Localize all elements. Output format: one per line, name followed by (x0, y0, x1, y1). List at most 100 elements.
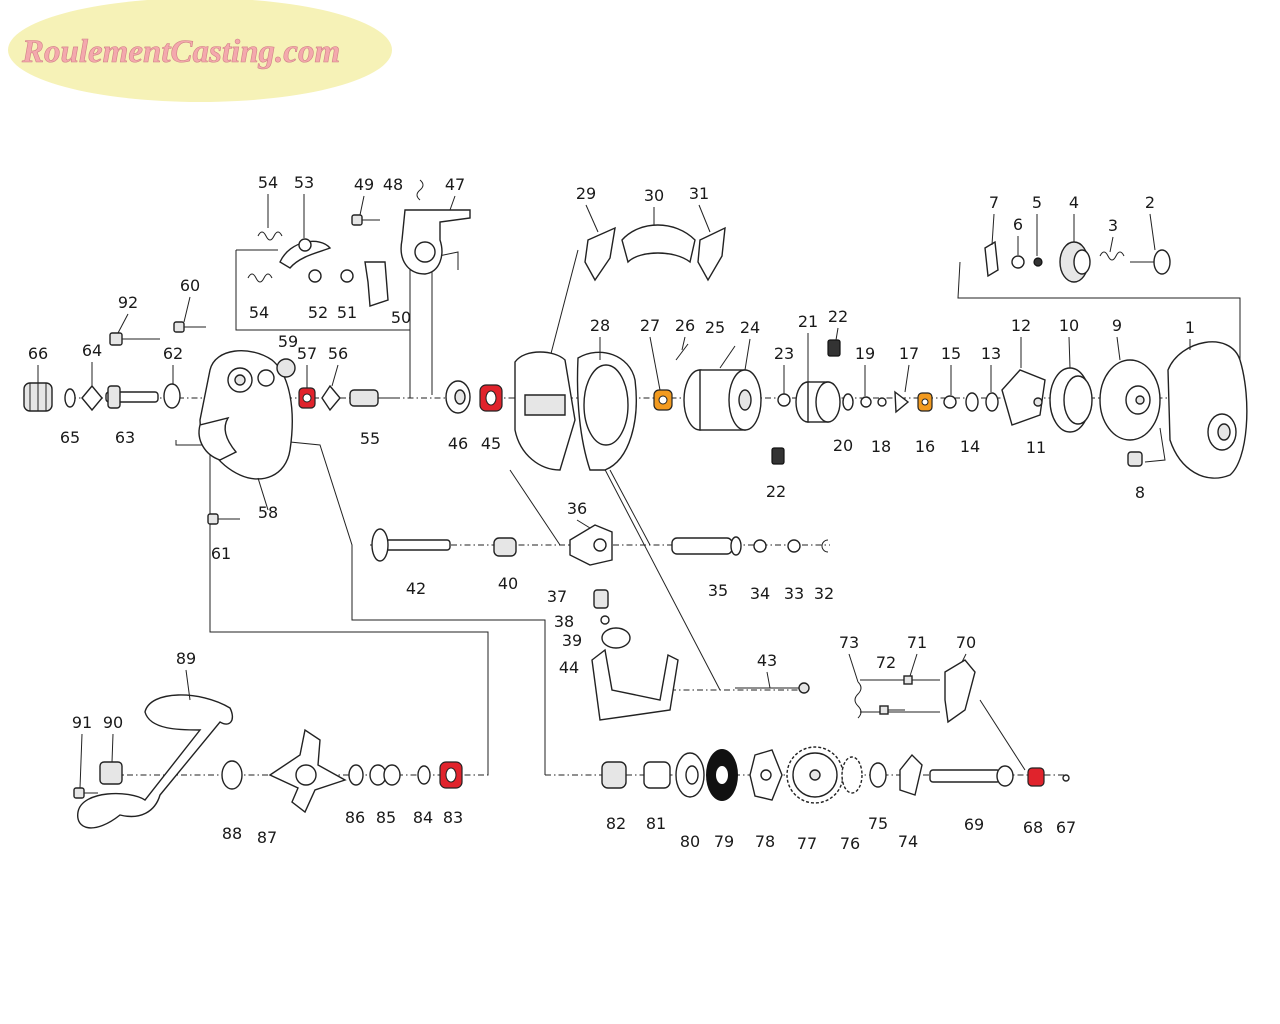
part-23-shape (777, 393, 791, 407)
part-3-shape (1099, 251, 1125, 261)
part-label-54-bottom: 54 (249, 303, 269, 322)
part-43-shape (735, 682, 810, 694)
part-label-8: 8 (1135, 483, 1145, 502)
part-15-shape (943, 395, 957, 409)
part-label-1: 1 (1185, 318, 1195, 337)
part-37-shape (593, 589, 609, 609)
part-2-shape (1130, 249, 1171, 275)
part-74-shape (899, 753, 923, 796)
part-label-11: 11 (1026, 438, 1046, 457)
part-75-shape (869, 762, 887, 788)
part-label-83: 83 (443, 808, 463, 827)
part-label-42: 42 (406, 579, 426, 598)
part-label-74: 74 (898, 832, 918, 851)
part-69-shape (929, 765, 1014, 787)
part-88-shape (221, 760, 243, 790)
part-label-90: 90 (103, 713, 123, 732)
part-label-81: 81 (646, 814, 666, 833)
part-47-shape (400, 209, 471, 275)
part-4-shape (1059, 241, 1091, 283)
part-label-58: 58 (258, 503, 278, 522)
part-48-shape (416, 179, 424, 201)
part-26-shape (675, 343, 689, 361)
part-38-shape (600, 615, 610, 625)
part-label-84: 84 (413, 808, 433, 827)
part-57-shape (298, 387, 316, 409)
part-label-78: 78 (755, 832, 775, 851)
part-label-32: 32 (814, 584, 834, 603)
part-label-20: 20 (833, 436, 853, 455)
part-label-54-top: 54 (258, 173, 278, 192)
part-label-18: 18 (871, 437, 891, 456)
part-label-23: 23 (774, 344, 794, 363)
part-46-shape (445, 380, 471, 414)
part-10-shape (1049, 367, 1093, 433)
part-91-shape (73, 787, 98, 799)
part-label-80: 80 (680, 832, 700, 851)
part-68-shape (1027, 767, 1045, 787)
part-label-66: 66 (28, 344, 48, 363)
brand-logo-text: RoulementCasting.com (21, 34, 340, 70)
part-label-34: 34 (750, 584, 770, 603)
part-20-shape (842, 393, 854, 411)
part-87-shape (268, 728, 347, 814)
part-label-14: 14 (960, 437, 980, 456)
part-31-shape (697, 226, 726, 282)
part-label-50: 50 (391, 308, 411, 327)
part-label-60: 60 (180, 276, 200, 295)
part-50-shape (364, 261, 389, 307)
part-17-shape (894, 390, 910, 414)
part-label-25: 25 (705, 318, 725, 337)
part-90-shape (99, 761, 123, 785)
part-33-shape (787, 539, 801, 553)
part-label-49: 49 (354, 175, 374, 194)
part-label-43: 43 (757, 651, 777, 670)
part-80-shape (675, 752, 705, 798)
part-21-shape (795, 381, 841, 423)
part-72-shape (879, 705, 905, 715)
part-label-13: 13 (981, 344, 1001, 363)
part-label-28: 28 (590, 316, 610, 335)
part-label-79: 79 (714, 832, 734, 851)
part-63-shape (105, 385, 159, 409)
part-92-shape (109, 332, 160, 346)
part-6-shape (1011, 255, 1025, 269)
part-19-shape (860, 396, 872, 408)
part-44-shape (591, 648, 679, 721)
part-label-63: 63 (115, 428, 135, 447)
part-label-68: 68 (1023, 818, 1043, 837)
part-30-shape (621, 224, 696, 264)
part-7-shape (984, 240, 999, 278)
part-85-shape (369, 764, 401, 786)
part-label-46: 46 (448, 434, 468, 453)
part-24-shape (683, 369, 762, 431)
part-66-shape (23, 382, 53, 412)
part-label-57: 57 (297, 344, 317, 363)
part-62-shape (163, 383, 181, 409)
part-78-shape (749, 749, 783, 801)
part-11-shape (1033, 397, 1043, 407)
part-label-65: 65 (60, 428, 80, 447)
part-71-shape (903, 675, 930, 685)
part-84-shape (417, 765, 431, 785)
part-label-48: 48 (383, 175, 403, 194)
part-32-shape (821, 539, 829, 553)
part-36-shape (569, 524, 613, 566)
part-18-shape (877, 397, 887, 407)
part-label-7: 7 (989, 193, 999, 212)
part-67-shape (1062, 774, 1070, 782)
part-label-77: 77 (797, 834, 817, 853)
part-55-shape (349, 389, 396, 407)
part-label-19: 19 (855, 344, 875, 363)
part-label-59: 59 (278, 332, 298, 351)
part-label-53: 53 (294, 173, 314, 192)
part-70-shape (944, 659, 976, 724)
part-label-22-top: 22 (828, 307, 848, 326)
part-60-shape (173, 321, 206, 333)
part-1-shape (1167, 341, 1248, 479)
part-label-52: 52 (308, 303, 328, 322)
part-28-shape (514, 351, 637, 471)
part-81-shape (643, 761, 671, 789)
part-label-47: 47 (445, 175, 465, 194)
part-58-shape (198, 350, 293, 480)
